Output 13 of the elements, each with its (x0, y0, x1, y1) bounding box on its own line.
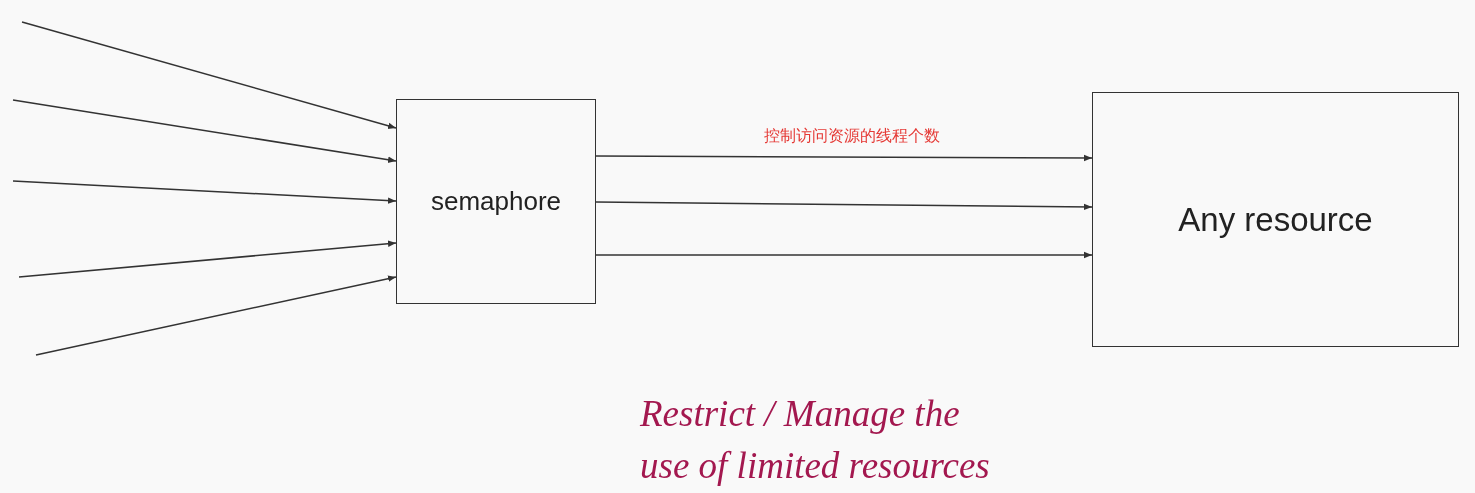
handwritten-note: Restrict / Manage the use of limited resources (640, 392, 991, 488)
arrow (35, 275, 397, 356)
arrow (595, 251, 1093, 259)
arrow (12, 99, 397, 163)
arrow (595, 201, 1093, 211)
arrow (18, 240, 397, 278)
process-box (1092, 92, 1459, 347)
node-label: Any resource (1178, 199, 1373, 240)
node-label: semaphore (430, 185, 562, 218)
arrow (595, 154, 1093, 162)
process-box (396, 99, 596, 304)
arrow (12, 180, 397, 204)
arrow (21, 21, 397, 129)
